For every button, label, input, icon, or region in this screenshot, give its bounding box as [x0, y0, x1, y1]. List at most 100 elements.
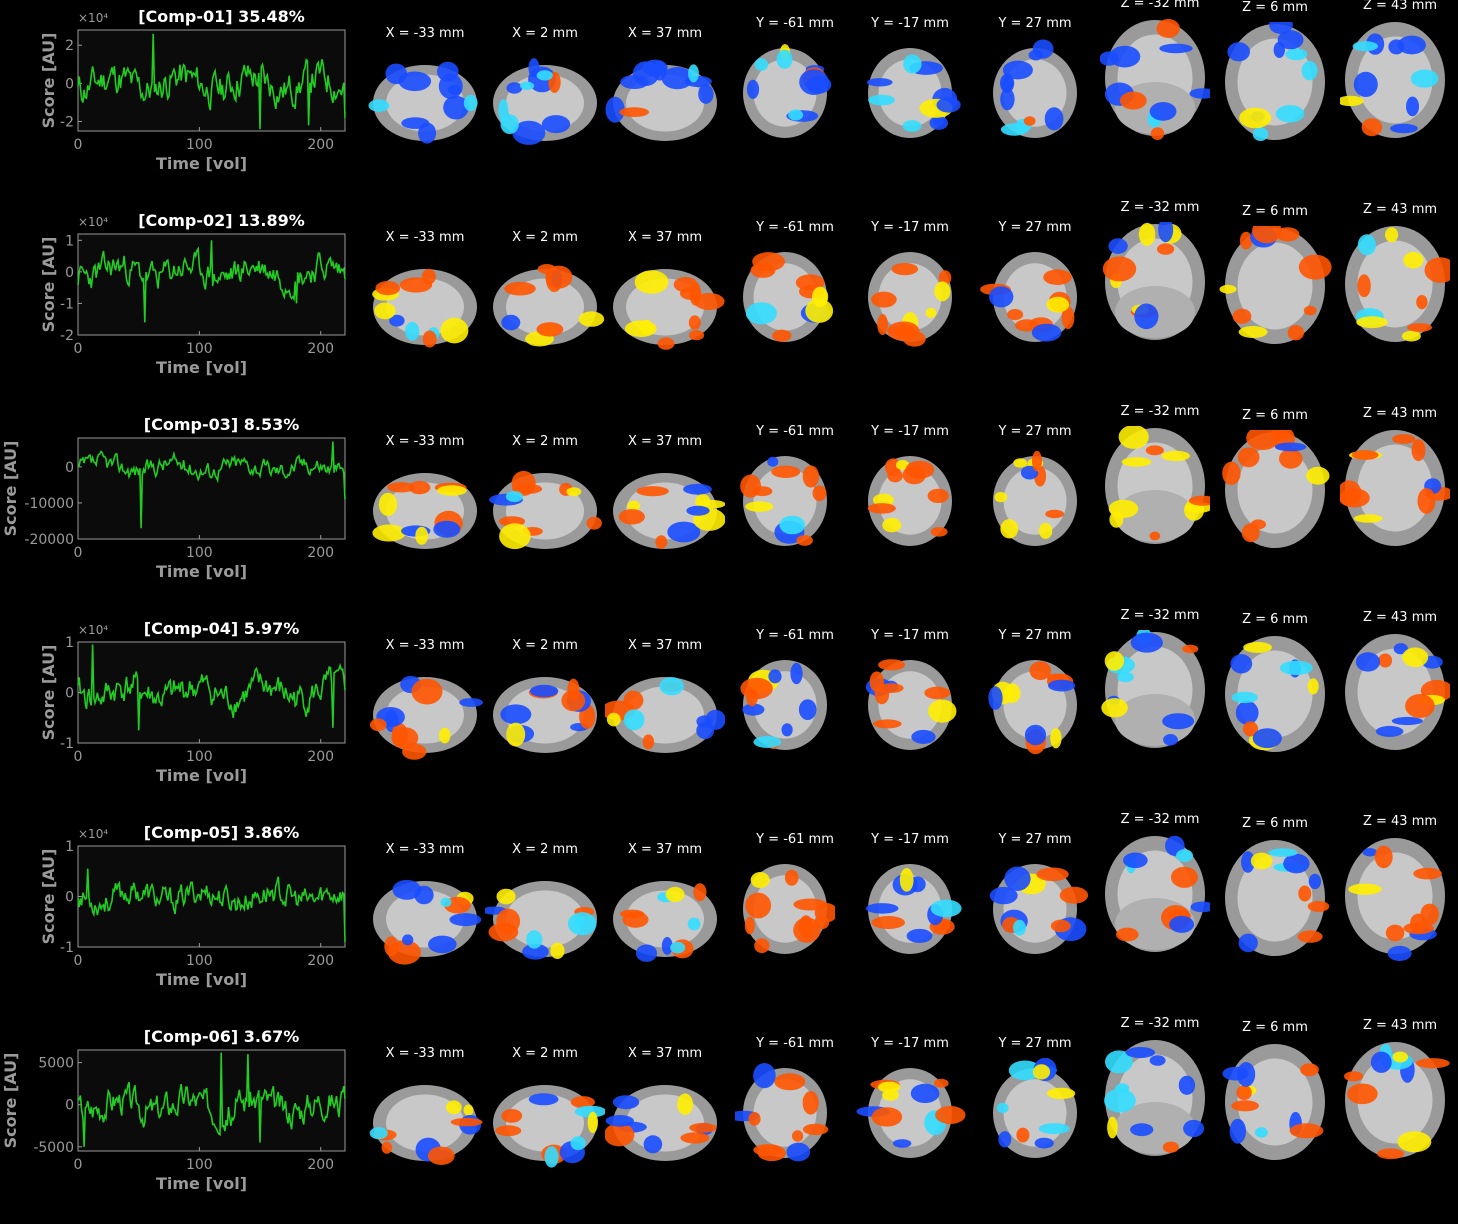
- activation-blob: [989, 886, 1018, 905]
- activation-blob: [389, 314, 405, 327]
- activation-blob: [928, 699, 957, 723]
- activation-blob: [667, 521, 701, 543]
- activation-blob: [745, 892, 772, 919]
- slice-label: Z = 43 mm: [1362, 406, 1438, 421]
- timecourse-line: [77, 240, 346, 323]
- activation-blob: [1190, 901, 1210, 913]
- brain-slice: [1219, 226, 1332, 344]
- activation-blob: [1239, 231, 1253, 250]
- activation-blob: [1004, 866, 1031, 891]
- activation-blob: [372, 524, 406, 542]
- brain-slice: [743, 252, 834, 342]
- activation-blob: [1417, 488, 1436, 514]
- activation-blob: [623, 690, 644, 710]
- chart-title: [Comp-04] 5.97%: [144, 619, 299, 638]
- brain-slice: [989, 864, 1089, 954]
- activation-blob: [688, 64, 699, 83]
- activation-blob: [930, 527, 948, 537]
- activation-blob: [1424, 257, 1450, 283]
- activation-blob: [512, 120, 546, 145]
- activation-blob: [776, 49, 793, 69]
- y-tick-label: 0: [65, 686, 74, 702]
- slice-label: Y = 27 mm: [998, 1036, 1072, 1051]
- activation-blob: [506, 722, 526, 747]
- activation-blob: [1353, 71, 1378, 97]
- activation-blob: [688, 330, 705, 341]
- activation-blob: [1000, 123, 1028, 136]
- activation-blob: [1059, 886, 1089, 904]
- x-tick-label: 100: [186, 137, 213, 153]
- activation-blob: [1254, 1127, 1268, 1138]
- activation-blob: [1407, 323, 1433, 332]
- activation-blob: [1125, 1047, 1156, 1058]
- activation-blob: [1238, 326, 1268, 338]
- brain-slice: [993, 450, 1077, 546]
- brain-slice: [1105, 426, 1210, 544]
- activation-blob: [812, 286, 829, 307]
- activation-blob: [1045, 509, 1065, 519]
- brain-slice: [866, 48, 961, 138]
- slice-label: Z = 43 mm: [1362, 814, 1438, 829]
- activation-blob: [1048, 679, 1076, 692]
- slice-label: X = 2 mm: [512, 638, 578, 653]
- activation-blob: [1297, 930, 1323, 943]
- activation-blob: [1169, 915, 1195, 933]
- slice-label: X = 37 mm: [627, 26, 703, 41]
- activation-blob: [865, 903, 899, 914]
- activation-blob: [665, 886, 685, 903]
- slice-label: Y = -17 mm: [871, 424, 949, 439]
- activation-blob: [634, 270, 669, 294]
- activation-blob: [768, 669, 782, 684]
- activation-blob: [812, 485, 827, 502]
- activation-blob: [374, 302, 396, 320]
- activation-blob: [754, 938, 770, 954]
- y-tick-label: -2: [60, 114, 74, 130]
- activation-blob: [802, 1091, 819, 1115]
- activation-blob: [1043, 269, 1072, 285]
- activation-blob: [428, 935, 457, 954]
- activation-blob: [1108, 238, 1128, 254]
- activation-blob: [1162, 713, 1195, 730]
- x-axis-label: Time [vol]: [156, 1174, 247, 1193]
- activation-blob: [1340, 95, 1364, 107]
- activation-blob: [1170, 866, 1198, 888]
- activation-blob: [1149, 531, 1161, 541]
- activation-blob: [893, 1139, 912, 1148]
- activation-blob: [693, 883, 707, 902]
- brain-slice: [1345, 634, 1450, 750]
- slice-label: Y = 27 mm: [998, 16, 1072, 31]
- activation-blob: [1145, 445, 1164, 456]
- activation-blob: [687, 917, 701, 931]
- activation-blob: [522, 943, 549, 960]
- slice-label: Y = -61 mm: [756, 628, 834, 643]
- activation-blob: [1100, 51, 1119, 66]
- activation-blob: [867, 503, 896, 514]
- activation-blob: [501, 314, 521, 331]
- brain-slice: [1222, 430, 1330, 548]
- brain-slice: [493, 1085, 605, 1168]
- activation-blob: [1393, 643, 1408, 655]
- activation-blob: [1156, 19, 1180, 38]
- brain-slice: [605, 59, 717, 141]
- x-axis-label: Time [vol]: [156, 154, 247, 173]
- white-matter: [1237, 38, 1313, 126]
- timecourse-line: [77, 1052, 346, 1147]
- timecourse-line: [77, 644, 346, 731]
- activation-blob: [927, 488, 949, 504]
- activation-blob: [1219, 284, 1237, 294]
- activation-blob: [443, 95, 469, 120]
- activation-blob: [1347, 1083, 1378, 1105]
- activation-blob: [635, 944, 658, 962]
- brain-slice: [613, 269, 725, 350]
- activation-blob: [1348, 883, 1382, 895]
- y-axis-label: Score [AU]: [1, 1053, 20, 1149]
- brain-slice: [372, 473, 477, 549]
- activation-blob: [459, 698, 483, 707]
- brain-slice: [1222, 1044, 1325, 1160]
- activation-blob: [799, 69, 829, 95]
- activation-blob: [504, 281, 536, 296]
- activation-blob: [1390, 123, 1418, 134]
